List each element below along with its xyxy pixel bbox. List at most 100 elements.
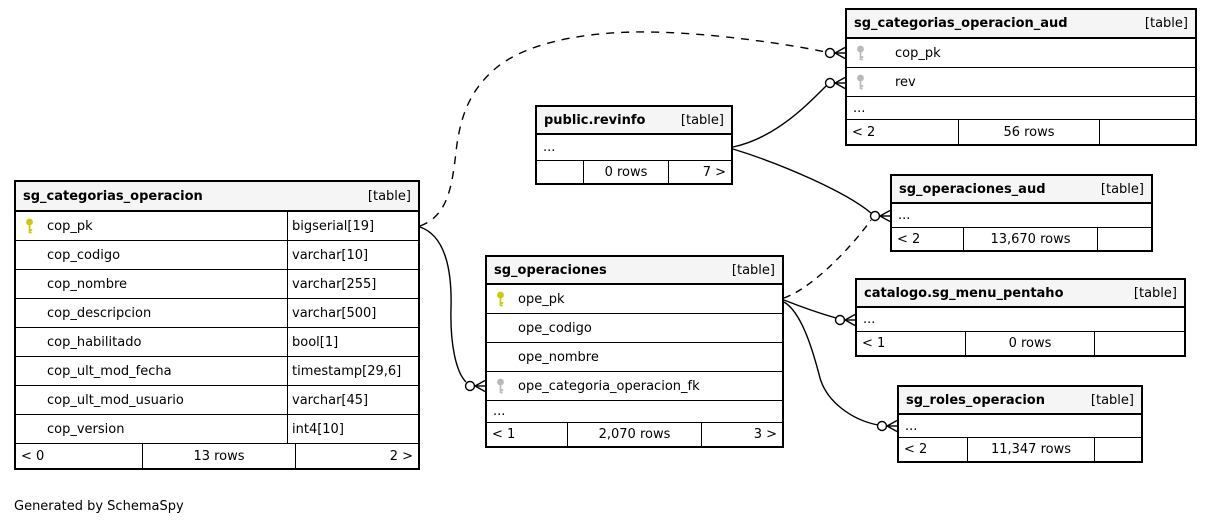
table-name[interactable]: sg_operaciones — [494, 262, 607, 278]
footer-rowcount: 11,347 rows — [967, 438, 1095, 461]
footer-rowcount: 56 rows — [958, 120, 1100, 144]
footer-children — [1100, 120, 1195, 144]
footer-rowcount: 2,070 rows — [567, 423, 702, 446]
table-footer: < 1 2,070 rows 3 > — [487, 423, 782, 446]
column-cop-codigo: cop_codigo varchar[10] — [16, 241, 418, 270]
table-footer: 0 rows 7 > — [537, 161, 731, 183]
footer-children: 7 > — [702, 164, 726, 180]
column-name: cop_descripcion — [47, 305, 152, 321]
column-cop-nombre: cop_nombre varchar[255] — [16, 270, 418, 299]
primary-key-icon — [495, 291, 506, 307]
footer-children — [1098, 228, 1151, 250]
table-catalogo-sg-menu-pentaho[interactable]: catalogo.sg_menu_pentaho [table] ... < 1… — [855, 278, 1186, 357]
column-cop-ult-mod-usuario: cop_ult_mod_usuario varchar[45] — [16, 386, 418, 415]
table-sg-operaciones[interactable]: sg_operaciones [table] ope_pk ope_codigo… — [485, 255, 784, 448]
footer-parents: < 2 — [904, 442, 928, 457]
relation-operaciones-to-roles-operacion — [783, 301, 879, 426]
generator-note: Generated by SchemaSpy — [14, 499, 184, 514]
table-header[interactable]: sg_categorias_operacion_aud [table] — [847, 10, 1195, 39]
relation-operaciones-to-operaciones-aud — [783, 219, 872, 299]
table-sg-operaciones-aud[interactable]: sg_operaciones_aud [table] ... < 2 13,67… — [890, 174, 1153, 252]
table-name[interactable]: sg_roles_operacion — [906, 392, 1045, 408]
column-cop-version: cop_version int4[10] — [16, 415, 418, 444]
ellipsis-row: ... — [892, 204, 1151, 228]
footer-parents: < 0 — [21, 448, 45, 464]
table-public-revinfo[interactable]: public.revinfo [table] ... 0 rows 7 > — [535, 105, 733, 185]
column-cop-habilitado: cop_habilitado bool[1] — [16, 328, 418, 357]
column-name: cop_ult_mod_fecha — [47, 363, 172, 379]
column-name: cop_version — [47, 421, 125, 437]
column-type: varchar[45] — [287, 386, 418, 414]
table-tag: [table] — [731, 262, 775, 278]
table-sg-categorias-operacion-aud[interactable]: sg_categorias_operacion_aud [table] cop_… — [845, 8, 1197, 146]
relation-endpoints — [464, 46, 898, 433]
column-type: varchar[255] — [287, 270, 418, 298]
ellipsis-row: ... — [537, 135, 731, 161]
table-footer: < 2 11,347 rows — [899, 438, 1141, 461]
column-type: varchar[10] — [287, 241, 418, 269]
column-name: rev — [895, 74, 916, 90]
table-header[interactable]: sg_categorias_operacion [table] — [16, 182, 418, 212]
column-ope-categoria-operacion-fk: ope_categoria_operacion_fk — [487, 372, 782, 401]
column-type: bigserial[19] — [287, 212, 418, 240]
gray-key-icon — [855, 74, 866, 90]
table-footer: < 1 0 rows — [857, 332, 1184, 355]
table-name[interactable]: public.revinfo — [544, 112, 646, 128]
table-header[interactable]: catalogo.sg_menu_pentaho [table] — [857, 280, 1184, 308]
relation-operaciones-to-menu-pentaho — [783, 299, 837, 319]
column-name: ope_pk — [518, 291, 565, 307]
column-name: ope_categoria_operacion_fk — [518, 378, 700, 394]
gray-key-icon — [495, 378, 506, 394]
table-footer: < 0 13 rows 2 > — [16, 444, 418, 468]
ellipsis-row: ... — [899, 415, 1141, 438]
column-ope-pk: ope_pk — [487, 285, 782, 314]
footer-parents: < 1 — [862, 336, 886, 351]
footer-parents: < 2 — [852, 124, 876, 140]
column-name: cop_codigo — [47, 247, 121, 263]
relation-revinfo-to-catop-aud — [732, 85, 827, 148]
ellipsis-row: ... — [847, 97, 1195, 120]
table-name[interactable]: sg_operaciones_aud — [899, 181, 1046, 197]
column-type: bool[1] — [287, 328, 418, 356]
ellipsis-row: ... — [487, 401, 782, 423]
table-tag: [table] — [1133, 285, 1177, 301]
table-sg-categorias-operacion[interactable]: sg_categorias_operacion [table] cop_pk b… — [14, 180, 420, 470]
table-footer: < 2 56 rows — [847, 120, 1195, 144]
table-footer: < 2 13,670 rows — [892, 228, 1151, 250]
table-sg-roles-operacion[interactable]: sg_roles_operacion [table] ... < 2 11,34… — [897, 385, 1143, 463]
table-header[interactable]: sg_operaciones_aud [table] — [892, 176, 1151, 204]
footer-rowcount: 0 rows — [583, 161, 669, 183]
column-name: ope_nombre — [518, 349, 599, 365]
column-ope-nombre: ope_nombre — [487, 343, 782, 372]
table-header[interactable]: public.revinfo [table] — [537, 107, 731, 135]
table-header[interactable]: sg_roles_operacion [table] — [899, 387, 1141, 415]
column-name: cop_pk — [47, 218, 93, 234]
footer-rowcount: 13 rows — [142, 444, 296, 468]
column-type: timestamp[29,6] — [287, 357, 418, 385]
primary-key-icon — [24, 218, 35, 234]
footer-children: 3 > — [753, 427, 777, 442]
table-name[interactable]: sg_categorias_operacion — [23, 188, 203, 204]
column-name: cop_pk — [895, 45, 941, 61]
table-tag: [table] — [1144, 16, 1188, 31]
column-cop-descripcion: cop_descripcion varchar[500] — [16, 299, 418, 328]
footer-parents — [537, 161, 583, 183]
column-ope-codigo: ope_codigo — [487, 314, 782, 343]
column-name: cop_ult_mod_usuario — [47, 392, 184, 408]
table-tag: [table] — [1090, 392, 1134, 408]
footer-parents: < 2 — [897, 231, 921, 247]
footer-rowcount: 13,670 rows — [963, 228, 1098, 250]
footer-children — [1095, 438, 1141, 461]
footer-parents: < 1 — [492, 427, 516, 442]
column-name: cop_nombre — [47, 276, 128, 292]
table-header[interactable]: sg_operaciones [table] — [487, 257, 782, 285]
column-cop-pk: cop_pk bigserial[19] — [16, 212, 418, 241]
table-tag: [table] — [680, 112, 724, 128]
footer-rowcount: 0 rows — [965, 332, 1095, 355]
table-name[interactable]: catalogo.sg_menu_pentaho — [864, 285, 1064, 301]
column-rev: rev — [847, 68, 1195, 97]
column-name: cop_habilitado — [47, 334, 142, 350]
table-name[interactable]: sg_categorias_operacion_aud — [854, 16, 1068, 31]
